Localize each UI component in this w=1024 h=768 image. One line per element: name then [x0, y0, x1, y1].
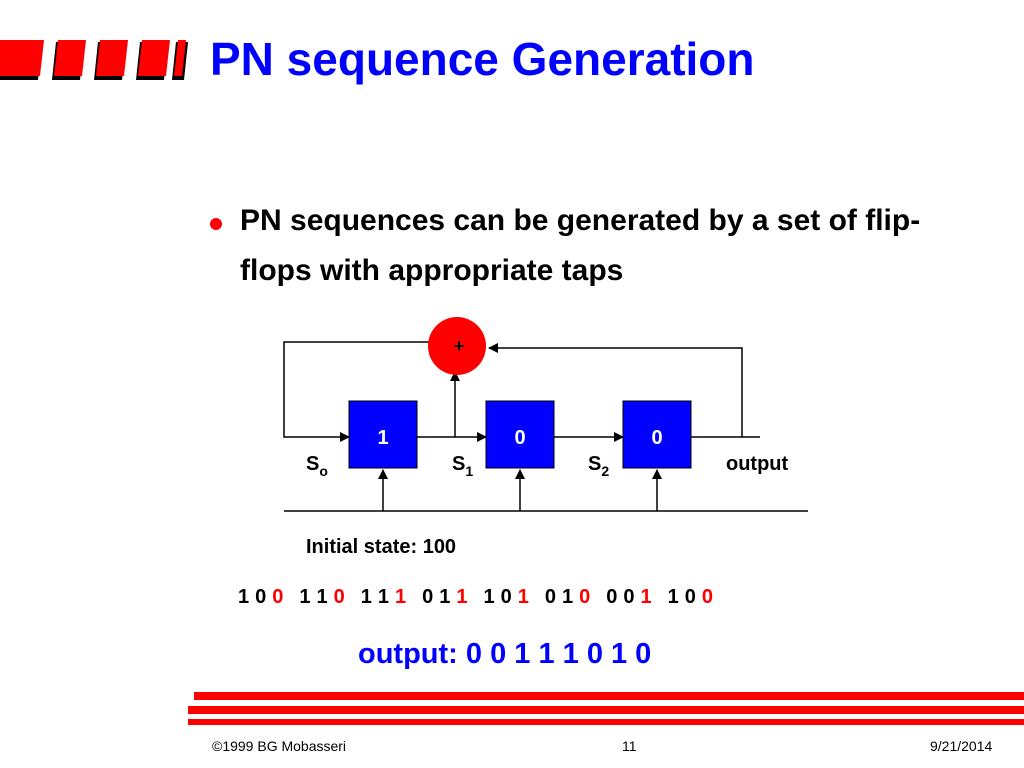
label-s0-sub: o	[319, 463, 328, 479]
register-value: 0	[651, 427, 662, 449]
tap-output-wire	[488, 343, 743, 437]
state-bit: 1	[439, 586, 451, 608]
state-bit: 1	[238, 586, 250, 608]
footer-page-number: 11	[622, 738, 637, 754]
state-bit: 1	[456, 586, 468, 608]
logo-stripe	[136, 40, 170, 80]
label-s0: So	[306, 453, 328, 479]
footer-bars	[188, 692, 1024, 725]
output-sequence: output: 0 0 1 1 1 0 1 0	[358, 638, 652, 670]
state-bit: 1	[377, 586, 389, 608]
state-bit: 0	[579, 586, 591, 608]
state-bit: 0	[422, 586, 434, 608]
footer-bar	[194, 692, 1024, 700]
state-bit: 1	[483, 586, 495, 608]
label-s2-sub: 2	[601, 463, 609, 479]
state-bit: 0	[606, 586, 618, 608]
state-bit: 1	[562, 586, 574, 608]
register-box	[485, 400, 555, 469]
shift-register-diagram: + 1 0 0 So S1 S2 output	[283, 317, 808, 512]
register-value: 0	[514, 427, 525, 449]
state-bit: 0	[701, 586, 713, 608]
state-bit: 0	[500, 586, 512, 608]
label-s0-main: S	[306, 453, 319, 475]
state-bit: 1	[667, 586, 679, 608]
bullet-text: PN sequences can be generated by a set o…	[240, 204, 921, 287]
slide-title: PN sequence Generation	[210, 33, 755, 85]
label-s1-main: S	[452, 453, 465, 475]
logo-stripe	[0, 40, 44, 80]
label-s1: S1	[452, 453, 473, 479]
label-s1-sub: 1	[465, 463, 473, 479]
modulo-adder	[428, 317, 486, 375]
adder-symbol: +	[454, 336, 465, 356]
state-bit: 1	[316, 586, 328, 608]
feedback-wire	[283, 341, 429, 442]
label-output: output	[726, 453, 789, 475]
state-bit: 0	[684, 586, 696, 608]
label-s2-main: S	[588, 453, 601, 475]
footer-date: 9/21/2014	[930, 738, 993, 754]
state-bit: 0	[544, 586, 556, 608]
register-value: 1	[377, 427, 388, 449]
register-box	[348, 400, 418, 469]
state-bit: 1	[640, 586, 652, 608]
initial-state: Initial state: 100	[306, 536, 457, 558]
footer-bar	[188, 719, 1024, 725]
state-bit: 0	[623, 586, 635, 608]
footer-copyright: ©1999 BG Mobasseri	[212, 738, 347, 754]
bullet-dot-icon	[210, 218, 222, 230]
state-bit: 1	[299, 586, 311, 608]
state-bit: 1	[395, 586, 407, 608]
logo-stripe	[94, 40, 128, 80]
logo-stripe	[52, 40, 86, 80]
label-s2: S2	[588, 453, 609, 479]
state-bit: 1	[360, 586, 372, 608]
footer-bar	[188, 706, 1024, 714]
state-bit: 0	[333, 586, 345, 608]
state-bit: 0	[255, 586, 267, 608]
state-bit: 0	[272, 586, 284, 608]
logo-stripe	[172, 40, 188, 80]
register-box	[622, 400, 692, 469]
state-bit: 1	[517, 586, 529, 608]
logo-bars	[0, 40, 188, 80]
